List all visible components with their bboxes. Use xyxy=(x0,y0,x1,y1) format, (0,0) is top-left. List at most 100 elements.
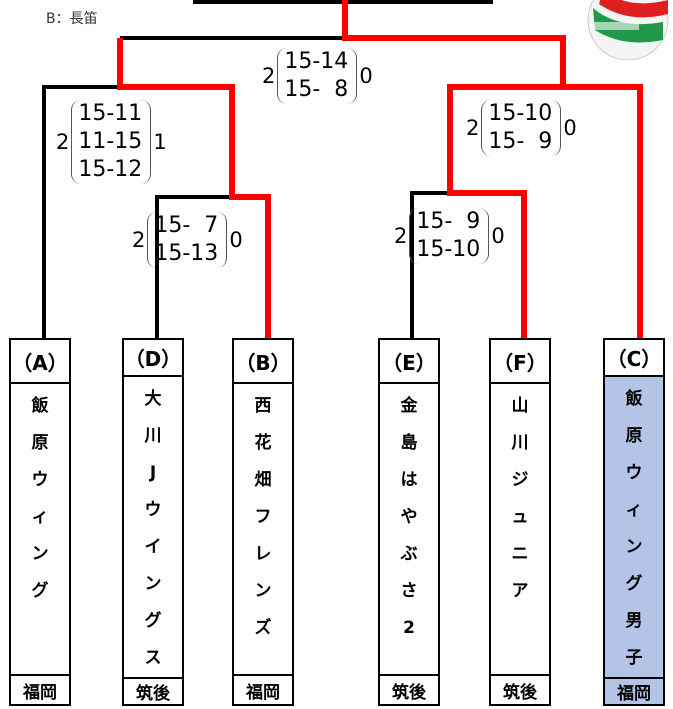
score-final: 2 15-14 15- 8 0 xyxy=(262,48,373,104)
set-score: 15-12 xyxy=(78,157,143,182)
team-region: 福岡 xyxy=(11,674,69,704)
path-c xyxy=(342,0,643,338)
score-left-semi: 2 15-11 11-15 15-12 1 xyxy=(56,100,167,184)
score-left-semi-wins: 2 xyxy=(56,130,70,154)
team-name-char: ス xyxy=(144,648,162,668)
team-name-char: ン xyxy=(31,544,49,564)
team-name-char: さ xyxy=(400,581,418,601)
score-right-semi-sets: 15-10 15- 9 xyxy=(481,100,562,156)
score-final-wins: 2 xyxy=(262,64,276,88)
team-region: 福岡 xyxy=(234,674,292,704)
team-name-char: や xyxy=(400,507,418,527)
team-name-char: ウ xyxy=(625,463,643,483)
set-score: 15- 9 xyxy=(416,209,481,234)
team-name-char: イ xyxy=(144,537,162,557)
set-score: 15-14 xyxy=(284,49,349,74)
team-name-char: ア xyxy=(511,581,529,601)
team-name-char: ン xyxy=(254,581,272,601)
score-right-quarter-sets: 15- 9 15-10 xyxy=(409,208,490,264)
set-score: 15-10 xyxy=(416,237,481,262)
team-box-b: （B）西花畑フレンズ福岡 xyxy=(232,338,294,706)
team-name-char: 島 xyxy=(400,433,418,453)
path-b xyxy=(117,38,271,338)
team-box-a: （A）飯原ウィング福岡 xyxy=(9,338,71,706)
line-e xyxy=(410,191,450,338)
team-name-char: 飯 xyxy=(31,396,49,416)
score-right-semi-wins: 2 xyxy=(466,116,480,140)
team-label: （B） xyxy=(234,340,292,384)
team-name-char: 原 xyxy=(31,433,49,453)
team-name-char: 子 xyxy=(625,648,643,668)
score-right-semi-losses: 0 xyxy=(563,116,577,140)
team-name-char: 西 xyxy=(254,396,272,416)
score-left-semi-losses: 1 xyxy=(153,130,167,154)
team-name-char: ィ xyxy=(625,500,643,520)
score-left-semi-sets: 15-11 11-15 15-12 xyxy=(71,100,152,184)
team-name: 西花畑フレンズ xyxy=(234,384,292,674)
score-left-quarter-sets: 15- 7 15-13 xyxy=(147,212,228,268)
score-right-semi: 2 15-10 15- 9 0 xyxy=(466,100,577,156)
team-name-char: 2 xyxy=(403,618,415,638)
team-name: 山川ジュニア xyxy=(491,384,549,674)
set-score: 15- 7 xyxy=(154,213,219,238)
score-right-quarter-wins: 2 xyxy=(394,224,408,248)
team-name-char: 川 xyxy=(511,433,529,453)
team-name-char: 大 xyxy=(144,389,162,409)
winner-paths xyxy=(117,0,643,338)
team-name-char: ぶ xyxy=(400,544,418,564)
team-name-char: ン xyxy=(625,537,643,557)
team-name-char: グ xyxy=(31,581,49,601)
team-name-char: 畑 xyxy=(254,470,272,490)
team-name-char: 川 xyxy=(144,426,162,446)
team-name-char: 金 xyxy=(400,396,418,416)
team-label: （A） xyxy=(11,340,69,384)
team-label: （E） xyxy=(380,340,438,384)
team-name-char: レ xyxy=(254,544,272,564)
team-region: 筑後 xyxy=(491,674,549,704)
team-name-char: ズ xyxy=(254,618,272,638)
team-name-char: は xyxy=(400,470,418,490)
line-a xyxy=(42,85,120,338)
team-region: 筑後 xyxy=(380,674,438,704)
team-name-char: 花 xyxy=(254,433,272,453)
team-name-char: J xyxy=(149,463,157,483)
set-score: 15-11 xyxy=(78,101,143,126)
team-name-char: ウ xyxy=(31,470,49,490)
score-left-quarter: 2 15- 7 15-13 0 xyxy=(132,212,243,268)
team-box-f: （F）山川ジュニア筑後 xyxy=(489,338,551,706)
team-label: （C） xyxy=(605,340,663,377)
set-score: 15-13 xyxy=(154,241,219,266)
score-right-quarter: 2 15- 9 15-10 0 xyxy=(394,208,505,264)
score-final-losses: 0 xyxy=(359,64,373,88)
team-name-char: ジ xyxy=(511,470,529,490)
score-right-quarter-losses: 0 xyxy=(491,224,505,248)
team-name-char: 原 xyxy=(625,426,643,446)
set-score: 15- 9 xyxy=(488,129,553,154)
team-name-char: ィ xyxy=(31,507,49,527)
line-d xyxy=(155,195,235,338)
team-name-char: グ xyxy=(625,574,643,594)
team-name-char: 男 xyxy=(625,611,643,631)
team-region: 筑後 xyxy=(124,677,182,704)
team-box-c: （C）飯原ウィング男子福岡 xyxy=(603,338,665,706)
team-name: 金島はやぶさ 2 xyxy=(380,384,438,674)
team-label: （D） xyxy=(124,340,182,377)
set-score: 11-15 xyxy=(78,129,143,154)
team-name: 飯原ウィング xyxy=(11,384,69,674)
team-name-char: グ xyxy=(144,611,162,631)
team-name-char: ニ xyxy=(511,544,529,564)
score-left-quarter-losses: 0 xyxy=(229,228,243,252)
team-name-char: 山 xyxy=(511,396,529,416)
path-f xyxy=(447,84,563,338)
team-name-char: フ xyxy=(254,507,272,527)
set-score: 15- 8 xyxy=(284,77,349,102)
set-score: 15-10 xyxy=(488,101,553,126)
score-left-quarter-wins: 2 xyxy=(132,228,146,252)
volleyball-icon xyxy=(587,0,669,60)
team-name-char: ュ xyxy=(511,507,529,527)
team-box-e: （E） 金島はやぶさ 2 筑後 xyxy=(378,338,440,706)
